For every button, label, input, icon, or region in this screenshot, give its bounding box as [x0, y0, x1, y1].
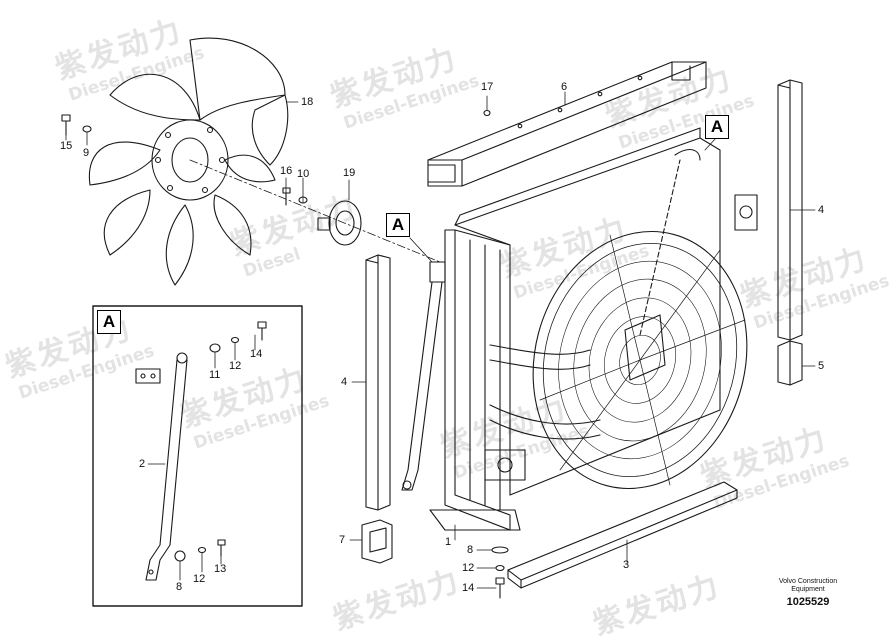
callout-14-detail: 14	[250, 348, 263, 360]
callout-7: 7	[339, 534, 346, 546]
credit-line-1: Volvo Construction	[778, 578, 838, 585]
side-seal-4-left	[365, 254, 391, 511]
bolt-17	[483, 109, 491, 117]
fan-blade-assembly	[88, 37, 441, 286]
bottom-seal-3	[507, 481, 738, 589]
exploded-parts-diagram	[61, 37, 816, 607]
callout-12-detail-top: 12	[229, 360, 242, 372]
hub-flange-19	[317, 200, 362, 246]
detail-bolt-13	[217, 539, 226, 557]
drawing-number: 1025529	[786, 596, 830, 608]
credit-block: Volvo Construction Equipment 1025529	[748, 578, 868, 608]
fan-guard-mesh	[532, 149, 748, 490]
detail-view-frame	[92, 305, 303, 607]
bolt-14-bottom	[495, 577, 505, 599]
washer-9	[82, 125, 92, 133]
credit-line-2: Equipment	[791, 586, 825, 593]
washer-12-bottom	[495, 564, 505, 572]
end-cap-7	[361, 519, 393, 564]
detail-washer-12-top	[230, 336, 240, 344]
detail-bolt-14	[257, 321, 267, 341]
detail-stay-rod-2	[135, 352, 188, 581]
callout-8-bottom: 8	[467, 544, 474, 556]
radiator-core-1	[429, 127, 758, 531]
callout-12-detail-bottom: 12	[193, 573, 206, 585]
view-tag-top: A	[705, 115, 729, 139]
callout-8-detail: 8	[176, 581, 183, 593]
callout-14-bottom: 14	[462, 582, 475, 594]
end-cap-5	[777, 340, 803, 386]
callout-12-bottom: 12	[462, 562, 475, 574]
detail-washer-11	[209, 343, 221, 353]
stay-rod-2-main	[401, 261, 446, 491]
callout-10: 10	[297, 168, 310, 180]
callout-3: 3	[623, 559, 630, 571]
callout-11: 11	[209, 369, 221, 381]
detail-washer-12-bottom	[197, 546, 207, 554]
callout-19: 19	[343, 167, 356, 179]
leader-lines	[65, 91, 816, 589]
bolt-16	[282, 187, 291, 206]
callout-15: 15	[60, 140, 73, 152]
callout-1: 1	[445, 536, 452, 548]
callout-16: 16	[280, 165, 293, 177]
callout-6: 6	[561, 81, 568, 93]
hoses	[489, 344, 601, 440]
callout-4-left: 4	[341, 376, 348, 388]
callout-18: 18	[301, 96, 314, 108]
view-tag-detail: A	[97, 310, 121, 334]
callout-5: 5	[818, 360, 825, 372]
detail-washer-8	[174, 550, 186, 562]
top-bar-6	[427, 61, 707, 187]
view-tag-main: A	[386, 213, 410, 237]
callout-13: 13	[214, 563, 227, 575]
bolt-15	[61, 114, 71, 136]
callout-2: 2	[139, 458, 146, 470]
callout-4-right: 4	[818, 204, 825, 216]
callout-9: 9	[83, 147, 90, 159]
callout-17: 17	[481, 81, 494, 93]
washer-8-bottom	[491, 546, 509, 554]
